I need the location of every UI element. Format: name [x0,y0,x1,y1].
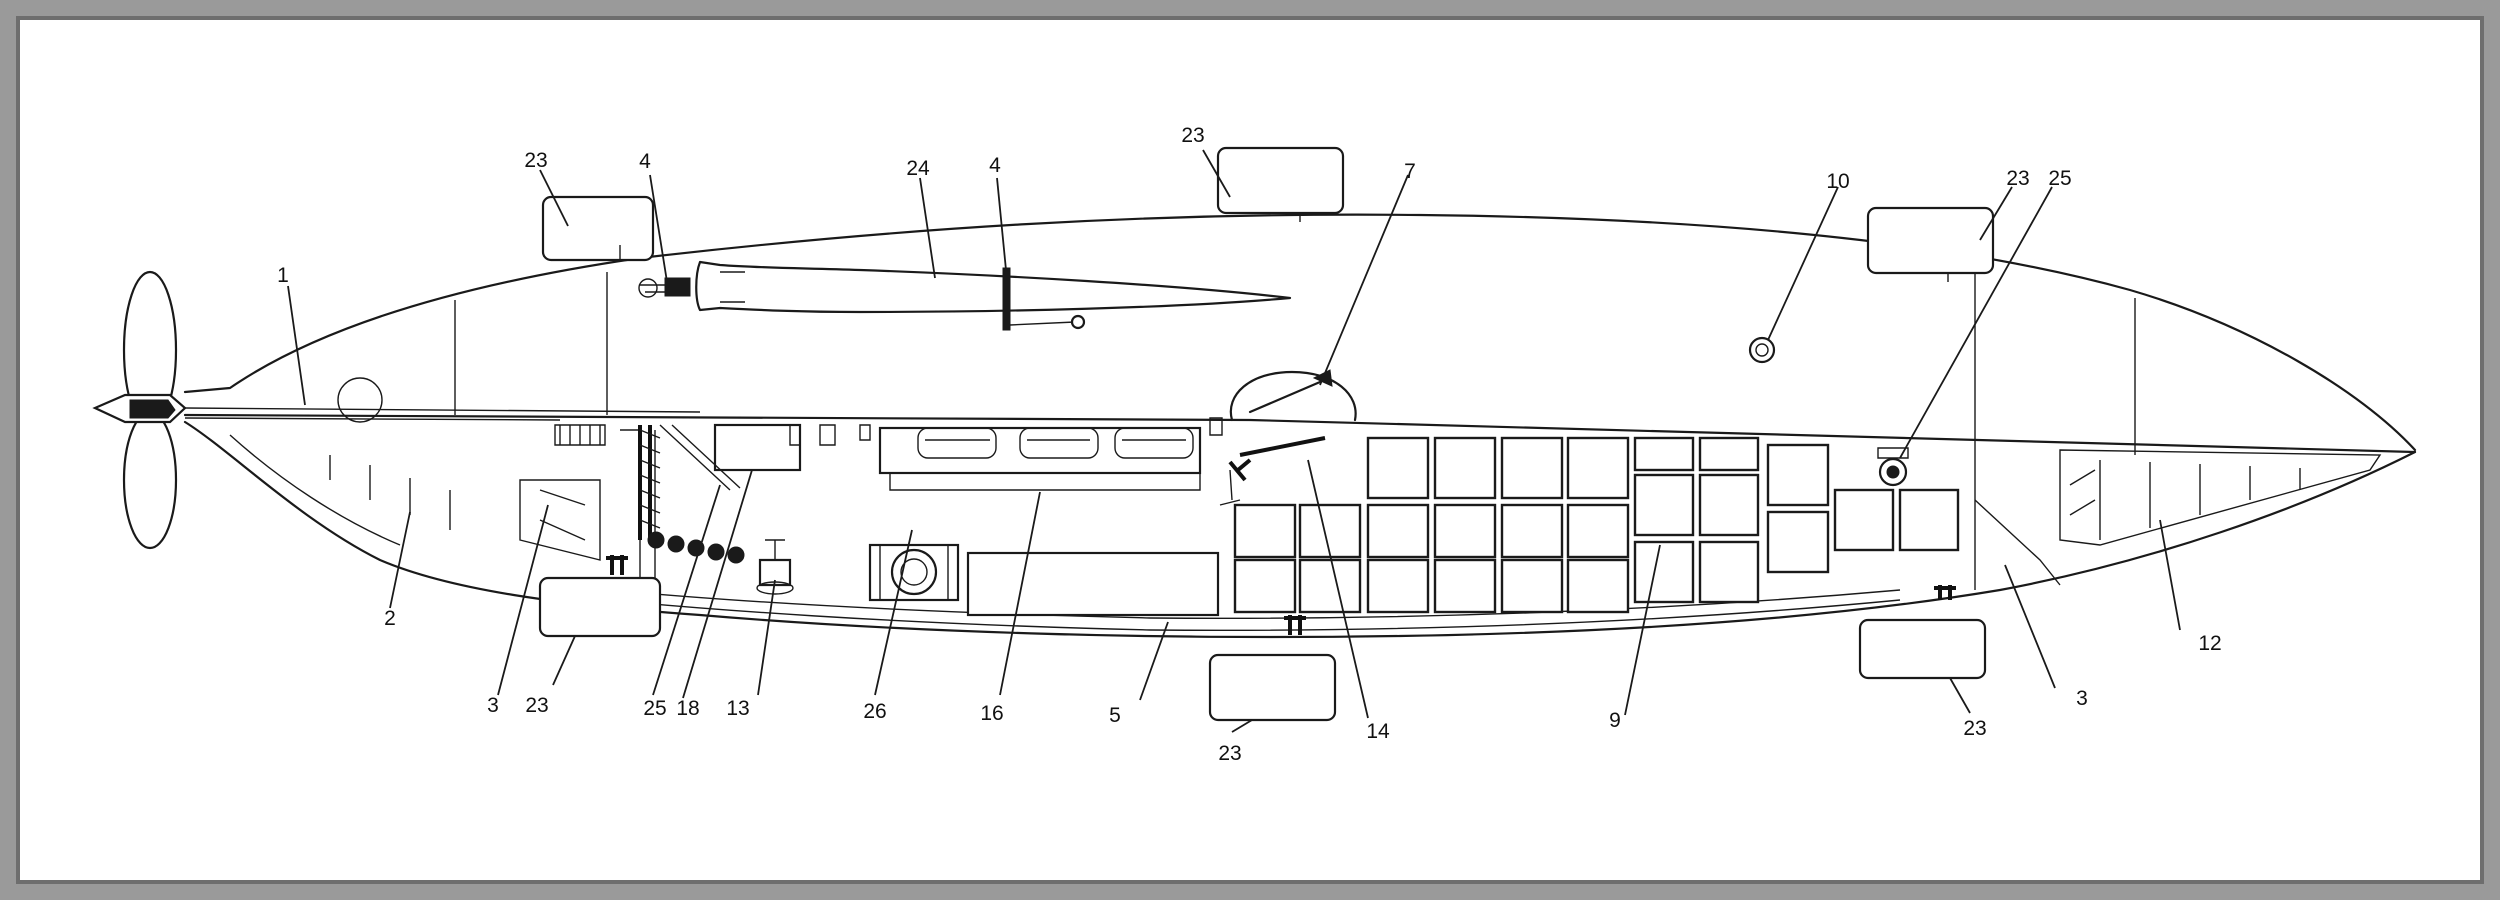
callout-1: 1 [277,264,289,287]
callout-23-stern-top: 23 [524,149,547,172]
callout-4-aft: 4 [639,150,651,173]
callout-23-bow-bottom: 23 [1963,717,1986,740]
callout-23-mid-bottom: 23 [1218,742,1241,765]
callout-10: 10 [1826,170,1849,193]
callout-3-bow: 3 [2076,687,2088,710]
battery-cells [606,436,1960,635]
machinery [554,423,1220,617]
callout-24: 24 [906,157,930,180]
callout-labels: 1 2 3 3 4 4 5 7 9 10 12 13 14 16 18 23 2… [277,124,2222,765]
callout-26: 26 [863,700,886,723]
callout-25-bow: 25 [2048,167,2071,190]
callout-12: 12 [2198,632,2221,655]
torpedo [638,260,1292,331]
callout-3-stern: 3 [487,694,499,717]
leader-lines [287,149,2181,733]
callout-14: 14 [1366,720,1390,743]
callout-23-bow-top: 23 [2006,167,2029,190]
callout-23-stern-bottom: 23 [525,694,548,717]
callout-4-fwd: 4 [989,154,1001,177]
callout-23-mid-top: 23 [1181,124,1204,147]
float-tanks [538,146,1995,722]
callout-18: 18 [676,697,699,720]
callout-7: 7 [1404,160,1416,183]
conning-hatch [1209,369,1357,506]
callout-5: 5 [1109,704,1121,727]
callout-2: 2 [384,607,396,630]
callout-25-aft: 25 [643,697,666,720]
callout-13: 13 [726,697,749,720]
bow-winch [1877,447,1909,487]
callout-9: 9 [1609,709,1621,732]
callout-16: 16 [980,702,1003,725]
propeller [92,270,187,550]
